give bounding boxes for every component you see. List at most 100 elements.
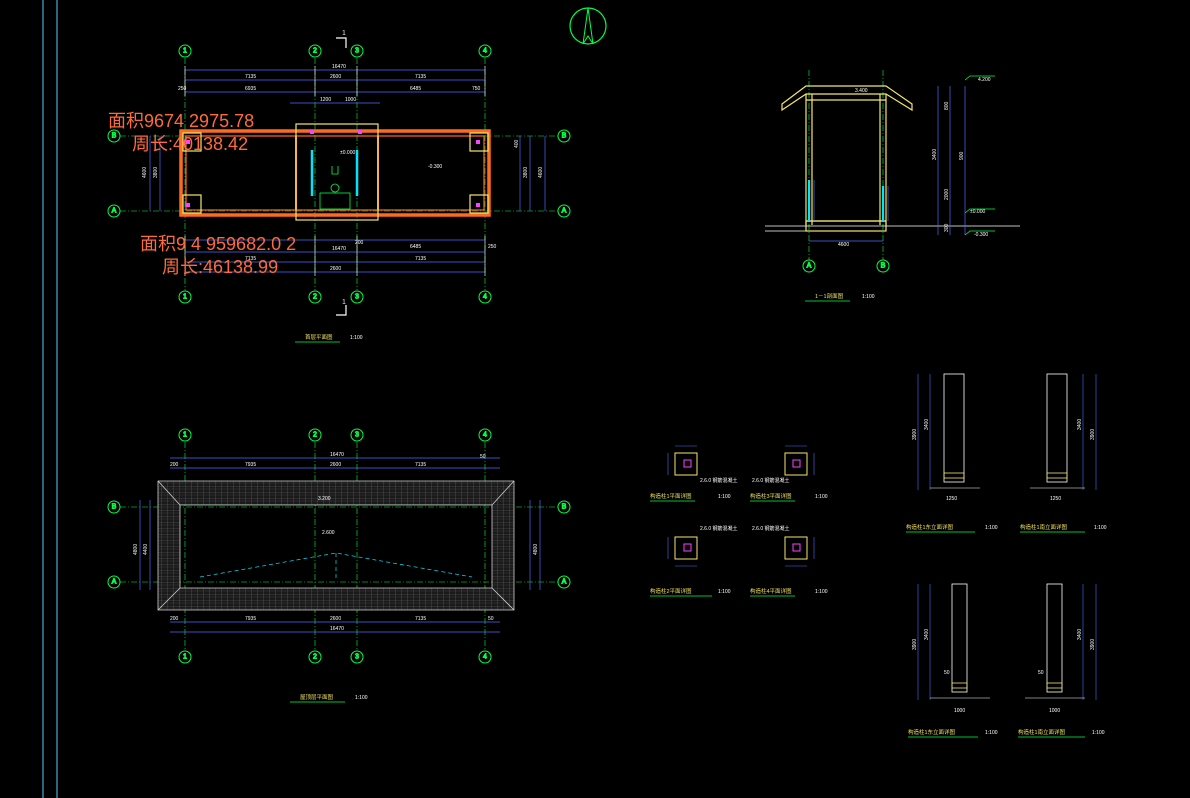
axis-bubble-b-left: B bbox=[107, 129, 121, 143]
svg-text:构造柱3平面详图: 构造柱3平面详图 bbox=[750, 492, 792, 500]
roof-dim-h-left: 4800 bbox=[133, 544, 139, 555]
svg-text:构造柱1南立面详图: 构造柱1南立面详图 bbox=[1020, 523, 1068, 531]
svg-text:1:100: 1:100 bbox=[985, 525, 998, 531]
svg-text:B: B bbox=[112, 133, 117, 140]
roof-dim-mid-bottom: 2600 bbox=[330, 616, 341, 622]
level-neg-plan: -0.300 bbox=[428, 164, 442, 170]
roof-dim-left-bottom: 7935 bbox=[245, 616, 256, 622]
svg-text:B: B bbox=[112, 504, 117, 511]
svg-text:3400: 3400 bbox=[1077, 419, 1083, 430]
svg-text:3: 3 bbox=[355, 48, 359, 55]
dim-right-bottom: 7135 bbox=[415, 256, 426, 262]
dim-left-bottom: 7135 bbox=[245, 256, 256, 262]
section-structure bbox=[781, 85, 913, 232]
axis-bubble-a-right: A bbox=[557, 204, 571, 218]
roof-axis-bubble-b-left: B bbox=[107, 500, 121, 514]
area-annotation-2: 面积9 4 959682.0 2 bbox=[140, 234, 296, 254]
column-detail-3: 2.6.0 钢筋混凝土 构造柱3平面详图 1:100 bbox=[750, 445, 828, 502]
column-elevation-2: 3400 3900 1250 构造柱1南立面详图 1:100 bbox=[1020, 373, 1107, 533]
dim-right-top: 7135 bbox=[415, 74, 426, 80]
section-axis-bubble-a: A bbox=[802, 259, 816, 273]
svg-text:1: 1 bbox=[183, 48, 187, 55]
dim-h1-right: 4600 bbox=[538, 167, 544, 178]
roof-dim-edge2-top: 50 bbox=[480, 454, 486, 460]
section-1-1[interactable]: 4.200 ±0.000 -0.300 3.400 4600 3400 800 … bbox=[765, 70, 1020, 302]
svg-text:2: 2 bbox=[313, 48, 317, 55]
roof-dim-edge2-bottom: 50 bbox=[488, 616, 494, 622]
svg-text:1:100: 1:100 bbox=[815, 494, 828, 500]
svg-text:1:100: 1:100 bbox=[1094, 525, 1107, 531]
perimeter-annotation-2: 周长:46138.99 bbox=[162, 257, 278, 277]
level-zero-section: ±0.000 bbox=[970, 209, 985, 215]
dim-ext2-top: 6485 bbox=[410, 86, 421, 92]
column-elevation-1: 3900 3400 1250 构造柱1东立面详图 1:100 bbox=[906, 373, 998, 533]
dim-ext2-bottom: 6485 bbox=[410, 244, 421, 250]
svg-text:A: A bbox=[807, 263, 812, 270]
roof-dim-total-bottom: 16470 bbox=[330, 626, 344, 632]
roof-axis-bubble-4-bottom: 4 bbox=[478, 650, 492, 664]
svg-text:1: 1 bbox=[183, 654, 187, 661]
svg-text:1:100: 1:100 bbox=[718, 494, 731, 500]
roof-dim-mid-top: 2600 bbox=[330, 462, 341, 468]
section-scale: 1:100 bbox=[862, 294, 875, 300]
first-floor-plan[interactable]: 16470 7135 2600 7135 250 6935 6485 750 1… bbox=[107, 30, 571, 343]
roof-scale: 1:100 bbox=[355, 695, 368, 701]
axis-bubble-4-bottom: 4 bbox=[478, 290, 492, 304]
dim-h3-right: 400 bbox=[514, 139, 520, 148]
plan-fixtures bbox=[319, 166, 351, 210]
axis-bubble-a-left: A bbox=[107, 204, 121, 218]
svg-text:2.6.0 钢筋混凝土: 2.6.0 钢筋混凝土 bbox=[700, 525, 738, 532]
level-top-section: 4.200 bbox=[978, 77, 991, 83]
svg-text:3: 3 bbox=[355, 654, 359, 661]
svg-text:1: 1 bbox=[183, 294, 187, 301]
svg-text:A: A bbox=[112, 208, 117, 215]
svg-text:3400: 3400 bbox=[1077, 629, 1083, 640]
roof-axis-bubble-1-top: 1 bbox=[178, 428, 192, 442]
roof-axis-bubble-b-right: B bbox=[557, 500, 571, 514]
svg-text:1000: 1000 bbox=[1049, 708, 1060, 714]
svg-text:构造柱4平面详图: 构造柱4平面详图 bbox=[750, 587, 792, 595]
roof-dim-edge-top: 200 bbox=[170, 462, 179, 468]
roof-axis-bubble-4-top: 4 bbox=[478, 428, 492, 442]
svg-text:3900: 3900 bbox=[912, 429, 918, 440]
dim-h2-left: 3800 bbox=[153, 167, 159, 178]
section-axis-bubble-b: B bbox=[876, 259, 890, 273]
dim-total-top: 16470 bbox=[332, 64, 346, 70]
svg-text:3900: 3900 bbox=[1090, 639, 1096, 650]
roof-dim-h2-left: 4400 bbox=[143, 544, 149, 555]
axis-bubble-1-top: 1 bbox=[178, 44, 192, 58]
dim-inner3: 200 bbox=[355, 240, 364, 246]
dim-inner2: 1000 bbox=[345, 97, 356, 103]
roof-dim-total-top: 16470 bbox=[330, 452, 344, 458]
dim-left-top: 7135 bbox=[245, 74, 256, 80]
dim-sec-h4: 2000 bbox=[944, 189, 950, 200]
svg-text:1250: 1250 bbox=[1050, 496, 1061, 502]
roof-level-ridge: 3.200 bbox=[318, 496, 331, 502]
column-plan-details[interactable]: 2.6.0 钢筋混凝土 构造柱1平面详图 1:100 2.6.0 钢筋混凝土 构… bbox=[650, 445, 828, 597]
svg-text:1000: 1000 bbox=[954, 708, 965, 714]
svg-text:4: 4 bbox=[483, 294, 487, 301]
column-elevation-details[interactable]: 3900 3400 1250 构造柱1东立面详图 1:100 3400 3900… bbox=[906, 373, 1107, 738]
svg-text:3900: 3900 bbox=[1090, 429, 1096, 440]
roof-axis-bubble-3-bottom: 3 bbox=[350, 650, 364, 664]
svg-text:1250: 1250 bbox=[946, 496, 957, 502]
svg-text:2: 2 bbox=[313, 654, 317, 661]
svg-text:构造柱1东立面详图: 构造柱1东立面详图 bbox=[908, 728, 956, 736]
roof-slope-lines bbox=[199, 552, 473, 578]
roof-plan[interactable]: 16470 7935 2600 7135 200 50 7935 2600 71… bbox=[107, 428, 571, 703]
svg-text:2: 2 bbox=[313, 432, 317, 439]
axis-bubble-2-bottom: 2 bbox=[308, 290, 322, 304]
svg-text:4: 4 bbox=[483, 48, 487, 55]
svg-text:B: B bbox=[562, 504, 567, 511]
svg-text:构造柱1南立面详图: 构造柱1南立面详图 bbox=[1018, 728, 1066, 736]
roof-caption: 屋顶层平面图 bbox=[300, 693, 334, 701]
north-arrow-icon bbox=[569, 7, 607, 45]
svg-text:50: 50 bbox=[1038, 670, 1044, 676]
level-neg-section: -0.300 bbox=[974, 232, 988, 238]
section-glass bbox=[807, 180, 885, 221]
area-annotation-1: 面积9674 2975.78 bbox=[108, 111, 254, 131]
level-roof-section: 3.400 bbox=[855, 88, 868, 94]
dim-mid-bottom: 2600 bbox=[330, 266, 341, 272]
dim-h2-right: 3800 bbox=[523, 167, 529, 178]
